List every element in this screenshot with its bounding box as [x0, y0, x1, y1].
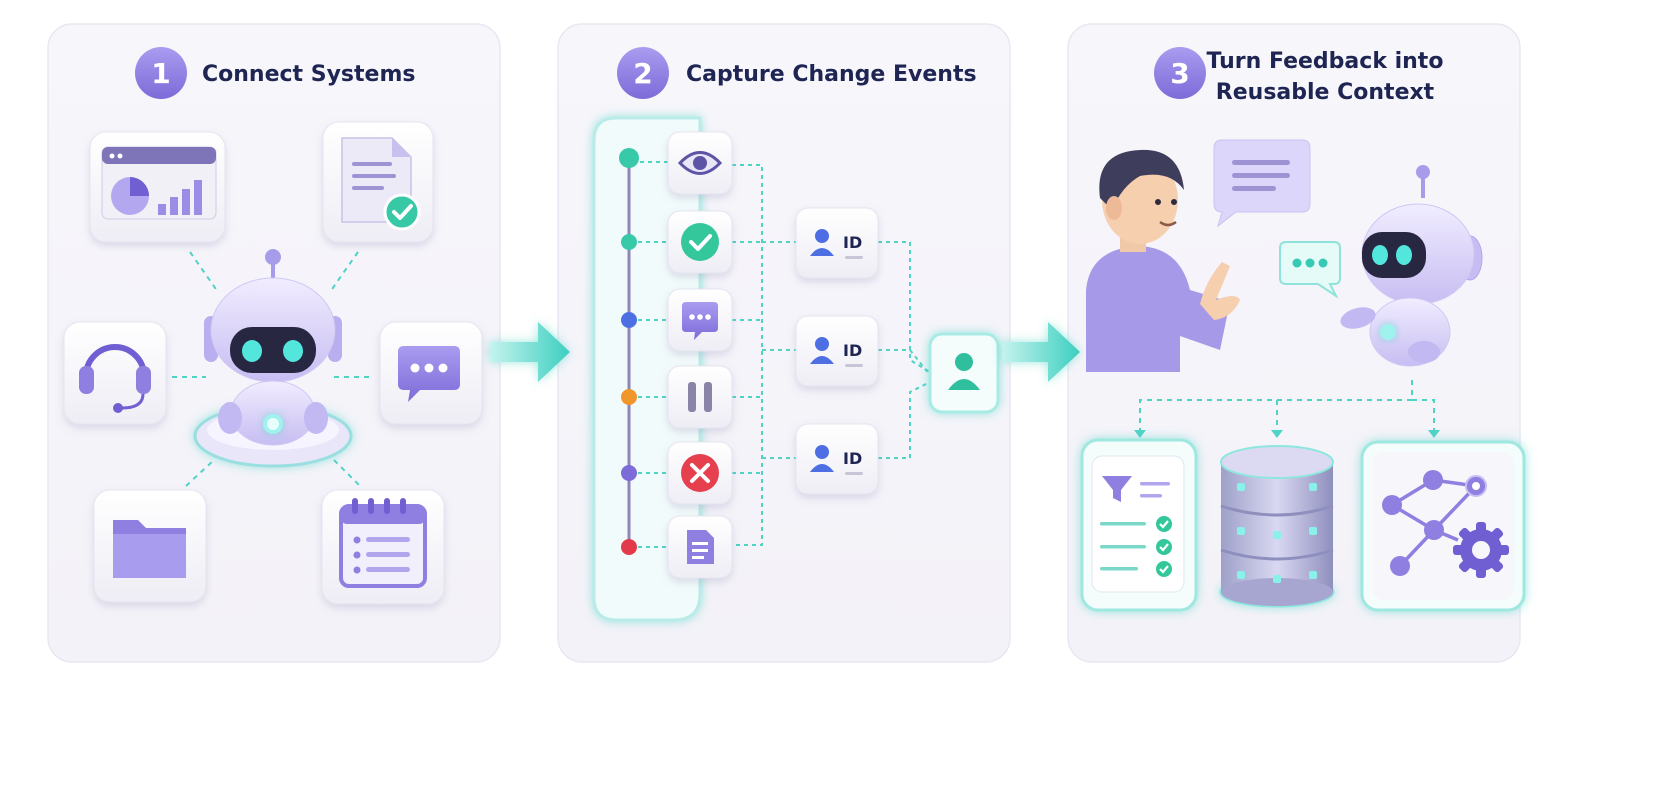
- step-1-header: 1 Connect Systems: [135, 47, 415, 99]
- user-icon: [948, 353, 980, 390]
- step-3-title-line-1: Turn Feedback into: [1207, 49, 1444, 74]
- flow-arrow-2: [1002, 322, 1080, 382]
- robot-assistant-2: [1340, 165, 1483, 367]
- user-icon: [810, 337, 834, 364]
- comment-icon: [682, 302, 718, 340]
- id-label-3: ID: [843, 449, 862, 468]
- id-card-2: ID: [795, 315, 879, 387]
- step-3-title-line-2: Reusable Context: [1216, 80, 1435, 105]
- filter-icon: [1102, 476, 1170, 502]
- distribution-arrowheads: [1134, 430, 1440, 438]
- robot-speech-bubble: [1279, 241, 1341, 299]
- id-card-1: ID: [795, 207, 879, 279]
- timeline-dot-orange: [621, 389, 637, 405]
- unified-user-tile: [928, 332, 1000, 414]
- step-3-number: 3: [1170, 57, 1189, 90]
- step-2-header: 2 Capture Change Events: [617, 47, 977, 99]
- user-icon: [810, 229, 834, 256]
- person-avatar: [1086, 149, 1240, 372]
- timeline-dot-blue: [621, 312, 637, 328]
- pause-icon: [688, 382, 712, 412]
- timeline-dot-teal: [619, 148, 639, 168]
- network-graph-icon: [1382, 470, 1487, 576]
- step-1-number: 1: [151, 57, 170, 90]
- step-1-badge: [135, 47, 187, 99]
- step-3-header: 3 Turn Feedback into Reusable Context: [1154, 47, 1443, 105]
- step-3-badge: [1154, 47, 1206, 99]
- headset-tile: [63, 321, 167, 425]
- step-2-number: 2: [633, 57, 652, 90]
- chat-bubble-icon: [398, 346, 460, 402]
- id-label-1: ID: [843, 233, 862, 252]
- timeline-dot-teal-small: [621, 234, 637, 250]
- dashboard-chart-icon: [101, 146, 217, 220]
- distribution-connectors: [1139, 380, 1435, 432]
- checklist-items: [1100, 516, 1172, 577]
- check-icon: [681, 223, 719, 261]
- event-pause-tile: [667, 365, 733, 429]
- timeline-dot-purple: [621, 465, 637, 481]
- id-card-3: ID: [795, 423, 879, 495]
- connector-lines-1: [172, 251, 372, 487]
- file-icon: [687, 530, 714, 564]
- headset-icon: [79, 344, 151, 413]
- robot-assistant-1: [193, 249, 353, 468]
- person-speech-bubble: [1213, 139, 1311, 228]
- document-check-icon: [341, 137, 421, 231]
- step-2-title: Capture Change Events: [686, 62, 977, 87]
- id-label-2: ID: [843, 341, 862, 360]
- gear-icon: [1453, 522, 1509, 578]
- timeline-dot-red: [621, 539, 637, 555]
- step-2-badge: [617, 47, 669, 99]
- step-1-title: Connect Systems: [202, 62, 415, 87]
- eye-icon: [677, 151, 723, 175]
- database-icon: [1219, 445, 1335, 608]
- flow-arrow-1: [490, 322, 570, 382]
- calendar-icon: [339, 498, 427, 588]
- folder-icon: [113, 520, 186, 578]
- close-icon: [681, 454, 719, 492]
- user-icon: [810, 445, 834, 472]
- timeline-connectors: [638, 161, 931, 548]
